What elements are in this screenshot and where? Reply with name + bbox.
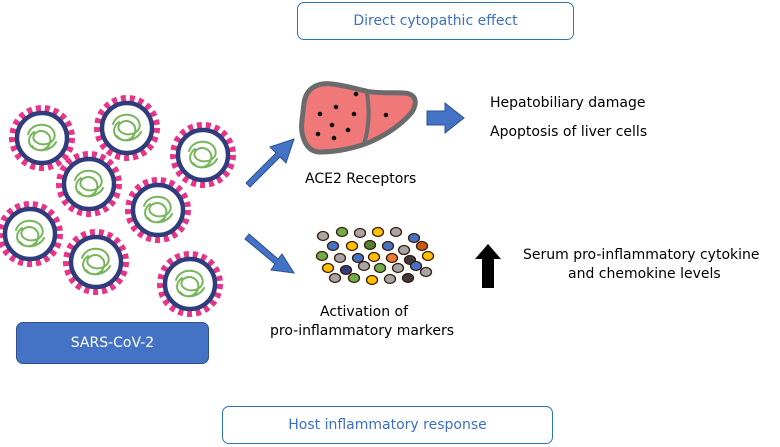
marker-dot: [321, 262, 335, 274]
arrow-to-damage: [426, 101, 465, 135]
direct-cytopathic-effect-label: Direct cytopathic effect: [297, 2, 574, 40]
serum-levels-text-line1: Serum pro-inflammatory cytokine: [523, 247, 760, 263]
activation-text-line2: pro-inflammatory markers: [270, 323, 455, 339]
sars-cov-2-label: SARS-CoV-2: [16, 322, 209, 364]
marker-dot: [335, 226, 349, 238]
up-arrow-icon: [475, 244, 501, 288]
marker-dot: [385, 252, 399, 264]
host-inflammatory-response-label: Host inflammatory response: [222, 406, 553, 444]
marker-dot: [328, 272, 342, 284]
sars-cov-2-virion-icon: [157, 251, 223, 317]
sars-cov-2-text: SARS-CoV-2: [70, 335, 155, 351]
marker-dot: [367, 251, 381, 263]
marker-dot: [326, 240, 340, 252]
hepatobiliary-damage-text: Hepatobiliary damage: [490, 95, 646, 111]
marker-dot: [409, 260, 423, 272]
host-inflammatory-response-text: Host inflammatory response: [288, 417, 487, 433]
apoptosis-text: Apoptosis of liver cells: [490, 124, 648, 140]
sars-cov-2-virion-icon: [63, 229, 129, 295]
ace2-receptors-text: ACE2 Receptors: [305, 171, 417, 187]
marker-dot: [347, 272, 361, 284]
sars-cov-2-virion-icon: [0, 201, 63, 267]
sars-cov-2-virion-icon: [94, 95, 160, 161]
marker-dot: [397, 244, 411, 256]
marker-dot: [401, 272, 415, 284]
marker-dot: [357, 260, 371, 272]
marker-dot: [316, 230, 330, 242]
direct-cytopathic-effect-text: Direct cytopathic effect: [353, 13, 518, 29]
marker-dot: [365, 274, 379, 286]
marker-dot: [419, 266, 433, 278]
sars-cov-2-virion-icon: [170, 122, 236, 188]
marker-dot: [315, 250, 329, 262]
inflammatory-marker-dots-icon: [315, 226, 435, 286]
activation-text-line1: Activation of: [320, 304, 409, 320]
marker-dot: [339, 264, 353, 276]
sars-cov-2-virion-icon: [56, 151, 122, 217]
serum-levels-text-line2: and chemokine levels: [568, 266, 721, 282]
sars-cov-2-virion-icon: [125, 177, 191, 243]
virus-particles: [0, 95, 236, 317]
marker-dot: [353, 227, 367, 239]
marker-dot: [415, 240, 429, 252]
marker-dot: [371, 226, 385, 238]
marker-dot: [373, 262, 387, 274]
liver-icon: [299, 81, 418, 155]
marker-dot: [333, 252, 347, 264]
arrow-to-liver: [245, 138, 295, 188]
marker-dot: [351, 252, 365, 264]
marker-dot: [363, 239, 377, 251]
sars-cov-2-virion-icon: [9, 105, 75, 171]
arrow-to-markers: [244, 233, 295, 274]
marker-dot: [389, 226, 403, 238]
marker-dot: [421, 250, 435, 262]
marker-dot: [407, 232, 421, 244]
marker-dot: [381, 240, 395, 252]
marker-dot: [391, 262, 405, 274]
marker-dot: [345, 240, 359, 252]
marker-dot: [383, 273, 397, 285]
